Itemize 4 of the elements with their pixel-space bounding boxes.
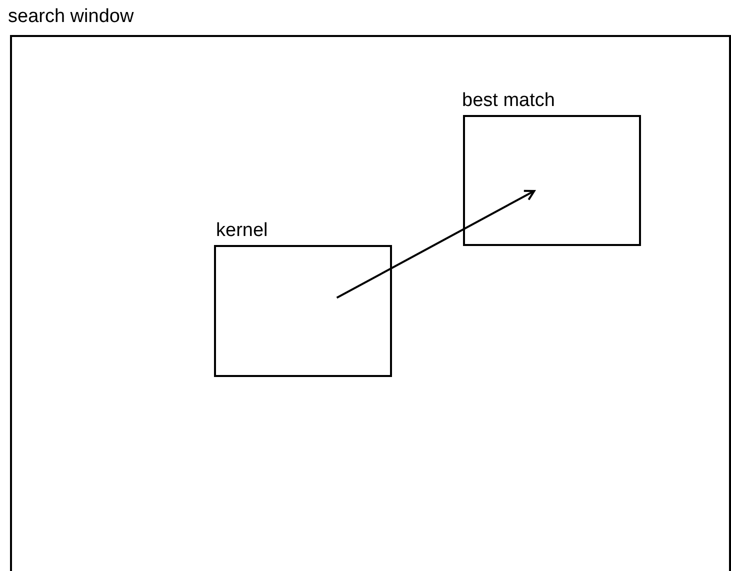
box-label: kernel (216, 220, 268, 242)
box-label: best match (462, 90, 555, 112)
arrow (336, 190, 536, 299)
box-label: search window (8, 6, 134, 28)
